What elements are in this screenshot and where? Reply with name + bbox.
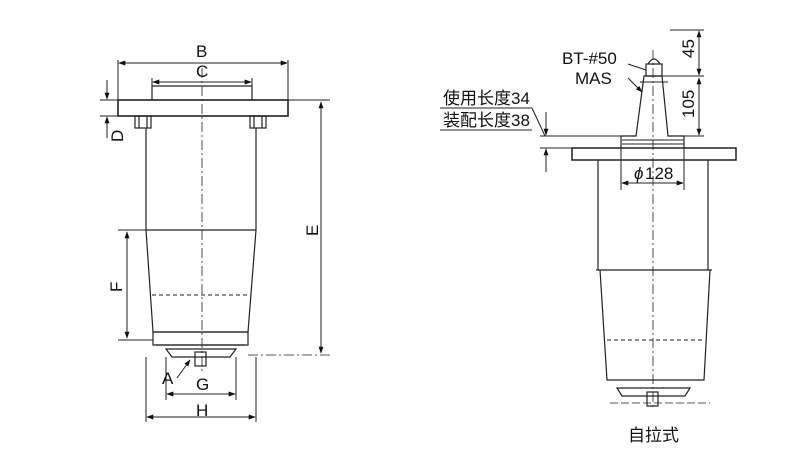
- dim-label-45: 45: [679, 39, 698, 58]
- label-use-length: 使用长度34: [443, 88, 530, 108]
- left-view: [117, 68, 330, 372]
- left-dimensions: [100, 60, 330, 422]
- top-flange: [117, 99, 289, 117]
- cylinder-body: [145, 128, 257, 231]
- bt-spindle: [620, 58, 685, 148]
- diameter-symbol: ϕ: [634, 164, 643, 183]
- right-dimensions: [440, 29, 704, 190]
- dim-label-105: 105: [679, 90, 698, 118]
- label-bt-50: BT-#50: [562, 49, 617, 68]
- right-body: [596, 160, 712, 381]
- flange-bolt-right: [249, 115, 267, 129]
- dim-label-a: A: [162, 369, 174, 388]
- pull-stud: [164, 348, 238, 367]
- right-pull-stud: [610, 387, 710, 407]
- label-mas: MAS: [575, 69, 612, 88]
- tapered-section: [145, 229, 257, 333]
- right-flange: [571, 147, 737, 161]
- caption-self-pull: 自拉式: [628, 426, 679, 445]
- dim-label-c: C: [196, 62, 208, 81]
- dim-label-f: F: [107, 282, 126, 292]
- dim-label-d: D: [108, 130, 127, 142]
- dim-label-b: B: [196, 42, 207, 61]
- label-assembly-length: 装配长度38: [443, 111, 530, 130]
- flange-bolt-left: [134, 115, 152, 129]
- dim-label-128: 128: [645, 164, 673, 183]
- right-view: [571, 50, 737, 410]
- dim-label-e: E: [303, 225, 322, 236]
- dim-label-h: H: [196, 401, 208, 420]
- bottom-cap: [152, 331, 249, 346]
- dim-label-g: G: [196, 375, 209, 394]
